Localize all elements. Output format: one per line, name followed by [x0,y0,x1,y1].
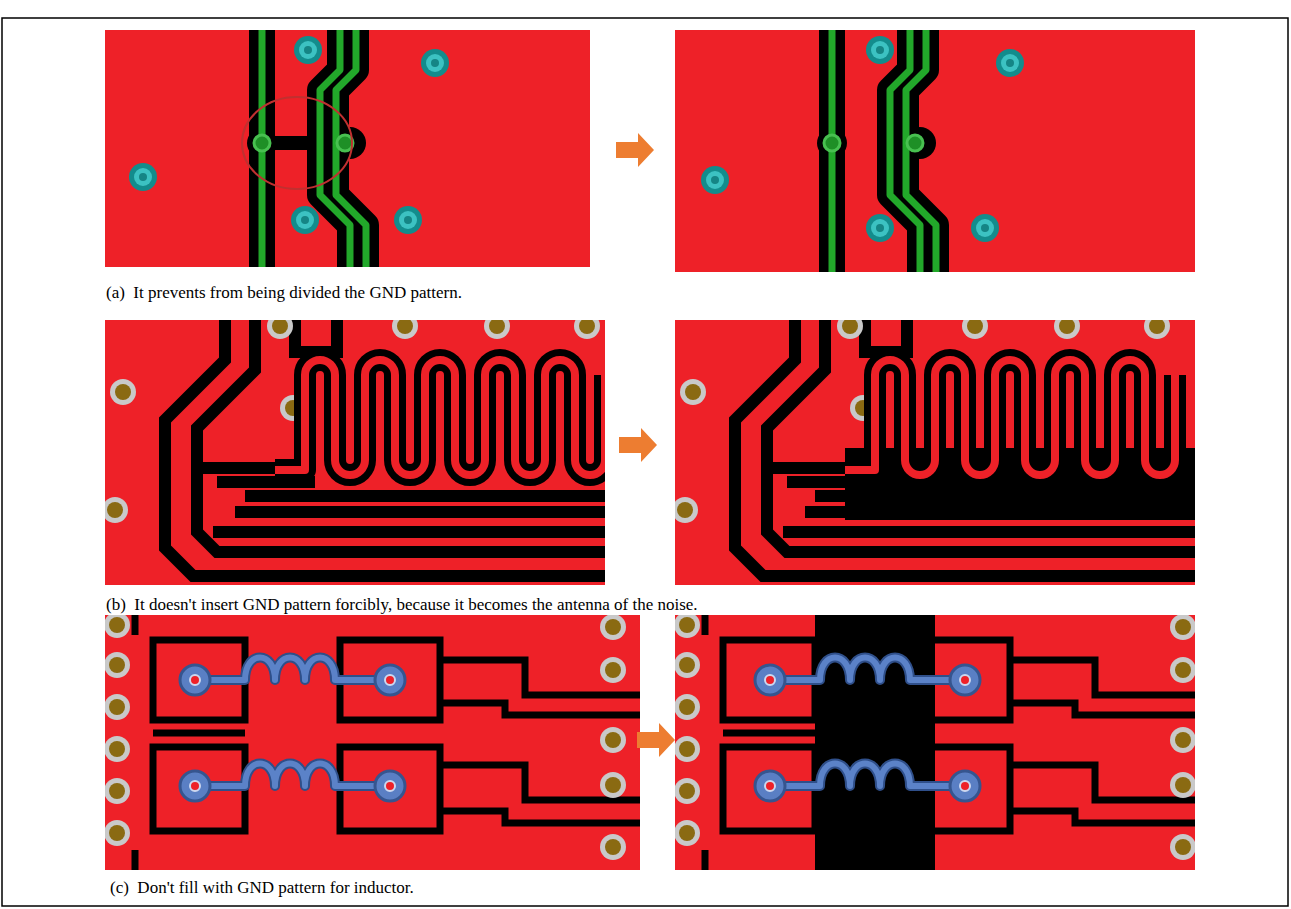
gnd-removed-layout [675,320,1195,585]
arrow [616,133,654,167]
figure-caption: (a) It prevents from being divided the G… [106,283,462,303]
gnd-divided-layout [105,30,590,267]
figure-caption: (b) It doesn't insert GND pattern forcib… [106,595,698,615]
gnd-joined-layout [675,30,1195,272]
inductor-gnd-cleared [675,615,1195,870]
inductor-gnd-filled [105,615,640,870]
arrow [619,428,657,462]
arrow [637,723,675,757]
gnd-inserted-layout [105,320,605,585]
figure-caption: (c) Don't fill with GND pattern for indu… [110,878,414,898]
frame [2,18,1288,906]
